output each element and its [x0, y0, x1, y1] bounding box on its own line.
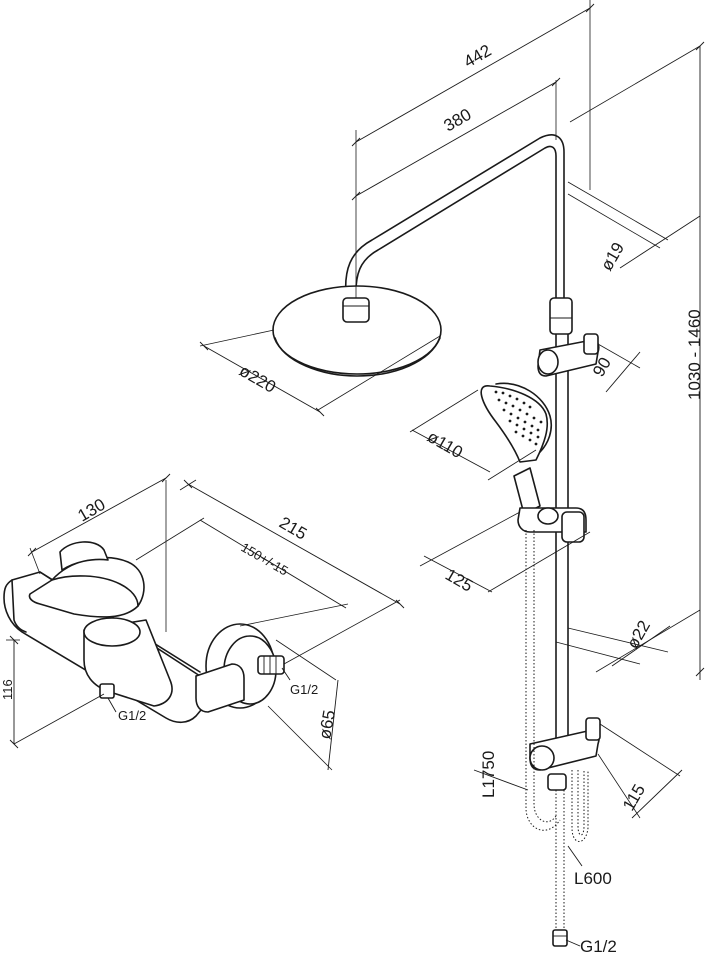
dim-flange-diameter: ø65	[315, 709, 339, 741]
shower-riser	[272, 134, 601, 947]
dim-hand-projection: 125	[442, 565, 476, 596]
hand-shower-nozzles	[494, 390, 543, 446]
hand-shower	[480, 382, 553, 515]
dim-mixer-height: 116	[0, 679, 15, 700]
shower-hoses	[525, 530, 589, 947]
mixer-tap	[3, 541, 285, 724]
hand-shower-holder	[517, 507, 587, 543]
dim-bracket-projection: 115	[619, 781, 649, 814]
dim-hand-diameter: ø110	[424, 427, 466, 462]
mixer-right-inlet	[195, 623, 285, 713]
label-hose-main: L1750	[479, 751, 498, 798]
dim-total-height: 1030 - 1460	[685, 309, 704, 400]
dim-overall-width: 442	[461, 41, 495, 72]
dim-rail-diameter: ø19	[597, 239, 628, 274]
dim-mixer-width: 215	[276, 513, 310, 544]
overhead-shower-head	[272, 285, 442, 377]
dim-mixer-centres: 150+/-15	[239, 540, 291, 579]
upper-slider	[537, 333, 600, 377]
dim-mixer-depth: 130	[75, 495, 109, 526]
riser-dimension-lines: 442 380 1030 - 1460 ø19 90 ø220 ø110	[199, 0, 704, 956]
vertical-rail	[549, 297, 573, 741]
dimension-ticks	[9, 3, 705, 749]
label-thread-bottom: G1/2	[580, 937, 617, 956]
label-mixer-inlet-right: G1/2	[290, 682, 318, 697]
label-hose-short: L600	[574, 869, 612, 888]
label-mixer-inlet-left: G1/2	[118, 708, 146, 723]
dim-riser-diameter: ø22	[623, 617, 654, 652]
bottom-wall-bracket	[529, 717, 601, 791]
dim-overhead-diameter: ø220	[236, 361, 279, 397]
